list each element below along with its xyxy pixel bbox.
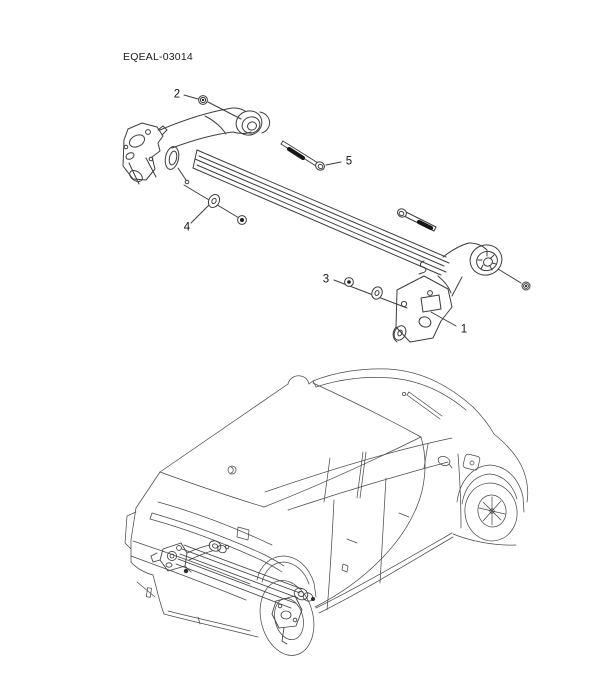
left-bushing <box>235 110 271 136</box>
callout-5[interactable]: 5 <box>345 155 353 168</box>
vehicle-location-drawing <box>124 368 529 656</box>
axle-left-bracket-in-car <box>150 540 230 574</box>
torsion-beam <box>192 149 450 276</box>
callout-3[interactable]: 3 <box>322 273 330 286</box>
body-side <box>264 436 454 614</box>
front-end <box>452 406 529 546</box>
rear-body <box>124 471 349 638</box>
rear-glass <box>159 382 422 508</box>
left-spindle-bracket <box>122 122 190 185</box>
roof-outline <box>159 368 474 473</box>
axle-location-highlight <box>150 540 315 645</box>
axle-beam-in-car <box>175 544 303 609</box>
flange-nut-2 <box>183 94 242 120</box>
leader-line-1 <box>430 311 457 327</box>
callout-4[interactable]: 4 <box>183 221 191 234</box>
axle-exploded-drawing <box>122 94 531 343</box>
mounting-bolt-right <box>397 208 437 232</box>
rear-wheel <box>256 555 317 656</box>
diagram-code-label: EQEAL-03014 <box>123 51 193 63</box>
washer-set-3 <box>333 277 408 309</box>
callout-1[interactable]: 1 <box>460 323 468 336</box>
washer-set-4 <box>183 184 247 225</box>
callout-2[interactable]: 2 <box>173 88 181 101</box>
right-trailing-arm <box>418 242 503 294</box>
flange-nut-right <box>497 268 531 291</box>
axle-right-hub-in-car <box>271 587 315 645</box>
mounting-bolt-5 <box>280 140 342 171</box>
right-spindle-bracket <box>392 275 463 343</box>
